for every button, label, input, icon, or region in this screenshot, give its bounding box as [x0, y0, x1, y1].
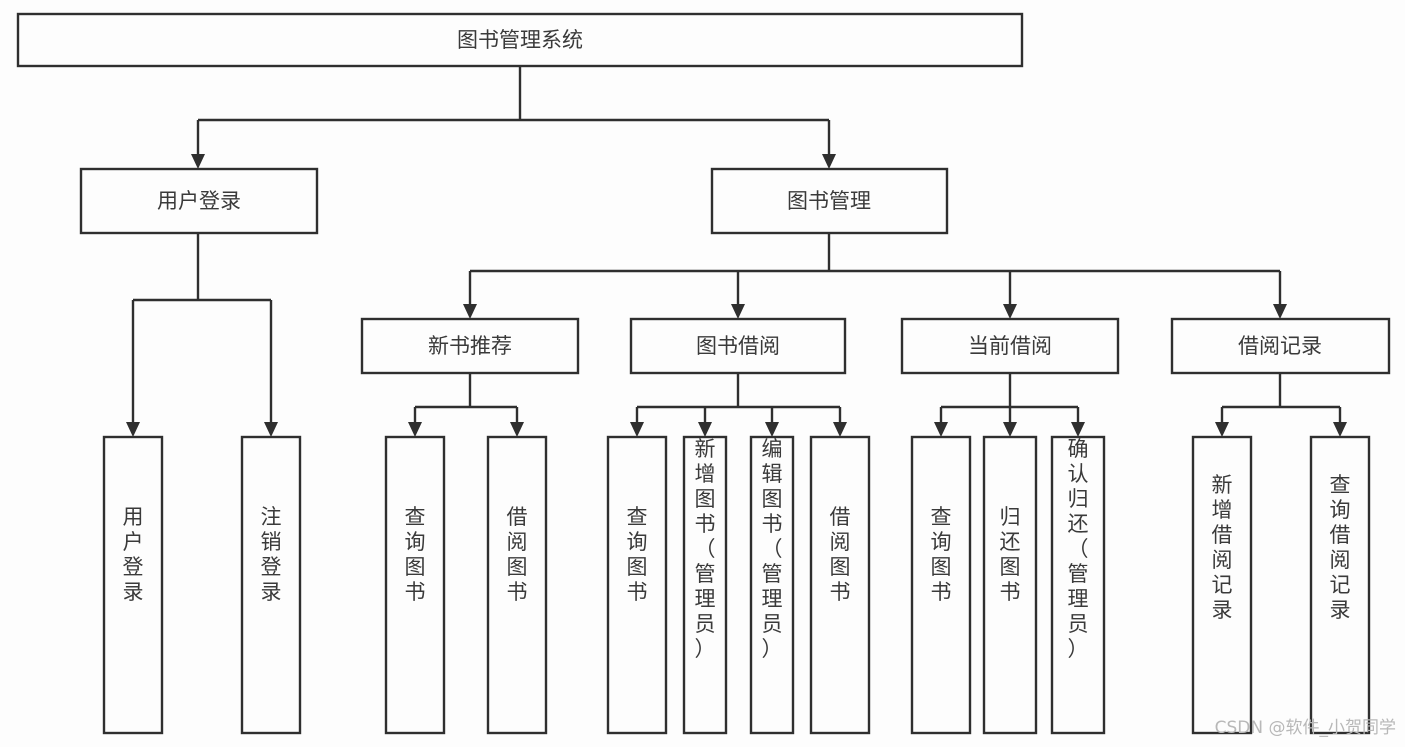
arrow-to-book-borrow: [731, 304, 745, 319]
node-l4-return-book[interactable]: 归还图书: [982, 435, 1038, 735]
node-book-borrow-box[interactable]: [629, 317, 847, 375]
connector-layer: [126, 66, 1347, 437]
node-l4-edit-book-box[interactable]: [749, 435, 795, 735]
node-l4-query-book-b[interactable]: 查询图书: [606, 435, 668, 735]
arrow-to-borrow-book-b: [833, 422, 847, 437]
arrow-to-return-book: [1003, 422, 1017, 437]
node-l4-query-book-c[interactable]: 查询图书: [910, 435, 972, 735]
node-l4-add-book[interactable]: 新增图书（管理员）: [682, 435, 728, 735]
node-book-admin-label: 图书管理: [787, 189, 871, 213]
arrow-to-l4-logout-login: [264, 422, 278, 437]
node-user-login[interactable]: 用户登录: [79, 167, 319, 235]
node-borrow-record-label: 借阅记录: [1238, 334, 1322, 358]
arrow-to-book-admin: [822, 154, 836, 169]
node-l4-user-login-box[interactable]: [102, 435, 164, 735]
node-l4-add-record-box[interactable]: [1191, 435, 1253, 735]
node-l4-confirm-return-box[interactable]: [1050, 435, 1106, 735]
arrow-to-new-book-rec: [463, 304, 477, 319]
connector-book-borrow-to-children: [635, 373, 842, 422]
arrow-to-borrow-book-a: [510, 422, 524, 437]
node-l4-borrow-book-a[interactable]: 借阅图书: [486, 435, 548, 735]
node-l4-borrow-book-b-label: 借阅图书: [830, 505, 851, 604]
arrow-to-query-book-c: [934, 422, 948, 437]
node-user-login-box[interactable]: [79, 167, 319, 235]
node-l4-query-book-a-label: 查询图书: [405, 505, 426, 604]
arrow-to-query-book-a: [408, 422, 422, 437]
arrow-to-user-login: [191, 154, 205, 169]
arrow-to-edit-book: [765, 422, 779, 437]
node-l4-borrow-book-a-box[interactable]: [486, 435, 548, 735]
connector-root-to-level2: [196, 66, 831, 154]
connector-user-login-to-children: [131, 233, 273, 422]
node-l4-query-book-c-label: 查询图书: [931, 505, 952, 604]
node-l4-query-book-b-box[interactable]: [606, 435, 668, 735]
node-l4-add-book-label: 新增图书（管理员）: [695, 437, 716, 661]
connector-borrow-record-to-children: [1220, 373, 1342, 422]
node-l4-query-book-a[interactable]: 查询图书: [384, 435, 446, 735]
node-l4-query-book-a-box[interactable]: [384, 435, 446, 735]
node-borrow-record[interactable]: 借阅记录: [1170, 317, 1391, 375]
node-l4-query-book-c-box[interactable]: [910, 435, 972, 735]
arrow-to-add-record: [1215, 422, 1229, 437]
node-l4-logout-login-label: 注销登录: [261, 505, 282, 604]
arrow-to-borrow-record: [1273, 304, 1287, 319]
node-root-box[interactable]: [16, 12, 1024, 68]
node-l4-user-login[interactable]: 用户登录: [102, 435, 164, 735]
node-l4-borrow-book-b[interactable]: 借阅图书: [809, 435, 871, 735]
arrow-to-query-book-b: [630, 422, 644, 437]
node-book-borrow[interactable]: 图书借阅: [629, 317, 847, 375]
connector-current-borrow-to-children: [939, 373, 1080, 422]
node-l4-query-record[interactable]: 查询借阅记录: [1309, 435, 1371, 735]
node-book-admin[interactable]: 图书管理: [710, 167, 949, 235]
node-book-borrow-label: 图书借阅: [696, 334, 780, 358]
node-l4-edit-book[interactable]: 编辑图书（管理员）: [749, 435, 795, 735]
csdn-watermark: CSDN @软件_小贺同学: [1215, 718, 1396, 738]
node-l4-logout-login-box[interactable]: [240, 435, 302, 735]
node-root[interactable]: 图书管理系统: [16, 12, 1024, 68]
node-current-borrow[interactable]: 当前借阅: [900, 317, 1120, 375]
node-l4-user-login-label: 用户登录: [123, 505, 144, 604]
node-user-login-label: 用户登录: [157, 189, 241, 213]
node-l4-borrow-book-b-box[interactable]: [809, 435, 871, 735]
arrow-to-current-borrow: [1003, 304, 1017, 319]
node-l4-confirm-return[interactable]: 确认归还（管理员）: [1050, 435, 1106, 735]
arrow-to-l4-user-login: [126, 422, 140, 437]
node-l4-confirm-return-label: 确认归还（管理员）: [1068, 437, 1089, 661]
connector-book-admin-to-level3: [468, 233, 1282, 304]
node-l4-edit-book-label: 编辑图书（管理员）: [762, 437, 783, 661]
node-l4-add-record[interactable]: 新增借阅记录: [1191, 435, 1253, 735]
arrow-to-query-record: [1333, 422, 1347, 437]
node-l4-return-book-box[interactable]: [982, 435, 1038, 735]
node-l4-query-record-box[interactable]: [1309, 435, 1371, 735]
node-l4-borrow-book-a-label: 借阅图书: [507, 505, 528, 604]
arrow-to-add-book: [698, 422, 712, 437]
node-new-book-rec-label: 新书推荐: [428, 334, 512, 358]
node-l4-add-book-box[interactable]: [682, 435, 728, 735]
arrow-to-confirm-return: [1071, 422, 1085, 437]
node-current-borrow-label: 当前借阅: [968, 334, 1052, 358]
node-l4-return-book-label: 归还图书: [1000, 505, 1021, 604]
node-new-book-rec[interactable]: 新书推荐: [360, 317, 580, 375]
node-borrow-record-box[interactable]: [1170, 317, 1391, 375]
node-l4-query-book-b-label: 查询图书: [627, 505, 648, 604]
node-book-admin-box[interactable]: [710, 167, 949, 235]
node-root-label: 图书管理系统: [457, 28, 583, 52]
connector-new-book-rec-to-children: [413, 373, 519, 422]
node-l4-logout-login[interactable]: 注销登录: [240, 435, 302, 735]
node-l4-add-record-label: 新增借阅记录: [1212, 473, 1233, 622]
node-new-book-rec-box[interactable]: [360, 317, 580, 375]
node-current-borrow-box[interactable]: [900, 317, 1120, 375]
node-l4-query-record-label: 查询借阅记录: [1330, 473, 1351, 622]
